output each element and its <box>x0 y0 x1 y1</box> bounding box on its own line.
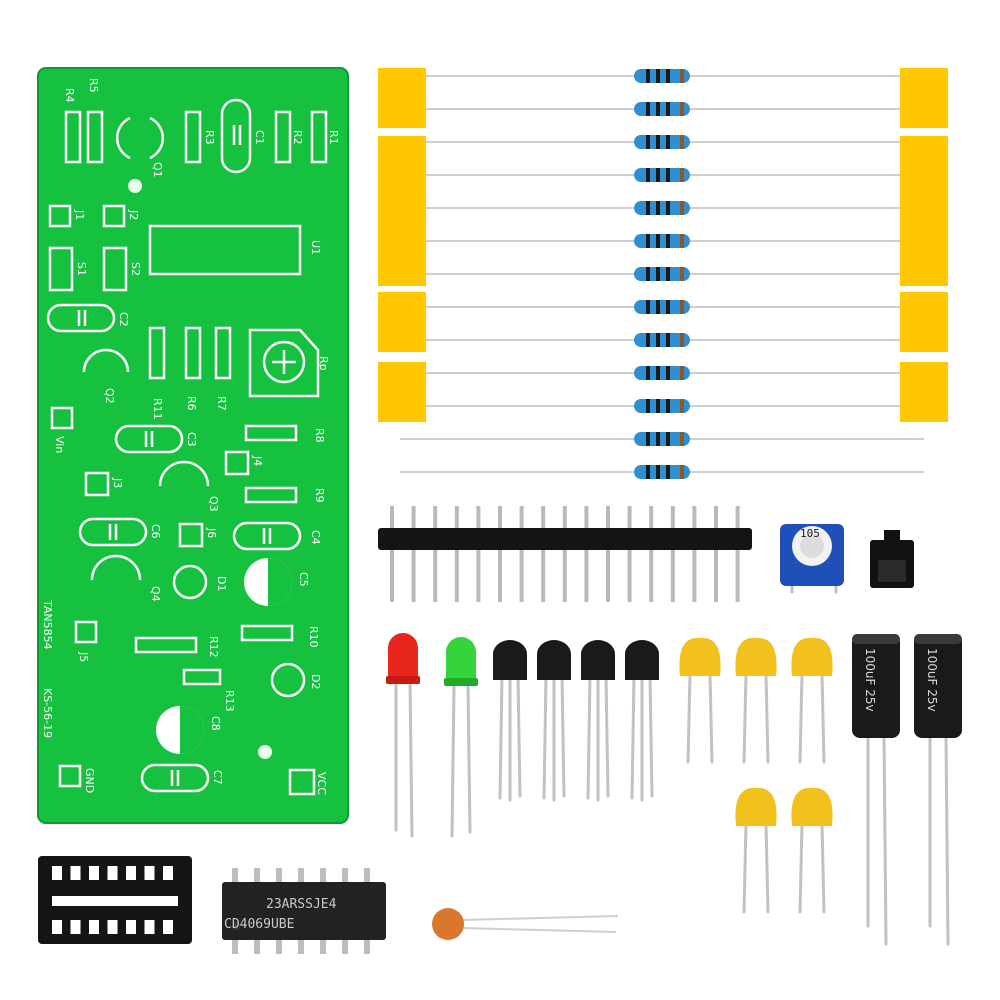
disc-capacitor <box>432 908 619 940</box>
electrolytic-capacitor-right: 100uF 25v <box>914 634 962 946</box>
ceramic-capacitor <box>735 787 777 914</box>
label-j6: J6 <box>205 527 218 538</box>
label-u1: U1 <box>309 240 322 255</box>
chip-marking-line2: CD4069UBE <box>224 917 294 932</box>
trimmer-marking: 105 <box>800 527 820 540</box>
resistor <box>426 135 900 149</box>
cap-right-marking: 100uF 25v <box>925 648 939 712</box>
led-green <box>444 637 478 838</box>
transistor-group <box>493 640 659 802</box>
label-r7: R7 <box>215 396 228 411</box>
label-c4: C4 <box>309 530 322 545</box>
label-j3: J3 <box>111 477 124 488</box>
resistor <box>426 366 900 380</box>
resistor <box>426 399 900 413</box>
label-c5: C5 <box>297 572 310 587</box>
label-r3: R3 <box>203 130 216 145</box>
label-r8: R8 <box>313 428 326 443</box>
label-c7: C7 <box>211 770 224 785</box>
resistor <box>426 234 900 248</box>
label-r6: R6 <box>185 396 198 411</box>
ic-chip: 23ARSSJE4 CD4069UBE <box>222 868 386 954</box>
label-vin: Vin <box>53 436 66 453</box>
cap-left-marking: 100uF 25v <box>863 648 877 712</box>
label-r4: R4 <box>63 88 76 103</box>
label-j4: J4 <box>251 455 264 466</box>
led-red <box>386 633 420 838</box>
resistor <box>426 267 900 281</box>
label-q4: Q4 <box>149 586 162 602</box>
resistor-strip <box>378 68 948 479</box>
label-r5: R5 <box>87 78 100 93</box>
label-q2: Q2 <box>103 388 116 404</box>
ceramic-capacitor <box>735 637 777 764</box>
label-d1: D1 <box>215 576 228 591</box>
label-d2: D2 <box>309 674 322 689</box>
resistor <box>426 102 900 116</box>
label-c1: C1 <box>253 130 266 145</box>
label-j1: J1 <box>73 209 86 220</box>
label-q1: Q1 <box>151 162 164 178</box>
label-s2: S2 <box>129 262 142 276</box>
label-r10: R10 <box>307 626 320 648</box>
label-s1: S1 <box>75 262 88 276</box>
pin-header <box>378 506 752 602</box>
resistor <box>400 432 924 446</box>
label-c6: C6 <box>149 524 162 539</box>
resistor <box>426 201 900 215</box>
chip-marking-line1: 23ARSSJE4 <box>266 897 337 912</box>
label-tan5854: TAN5854 <box>41 599 54 650</box>
label-c2: C2 <box>117 312 130 327</box>
jumper-cap <box>870 530 914 588</box>
label-gnd: GND <box>83 768 96 793</box>
label-r12: R12 <box>207 636 220 658</box>
label-r2: R2 <box>291 130 304 145</box>
ceramic-capacitor <box>791 787 833 914</box>
pcb-board: R4 R5 R3 C1 R2 R1 Q1 J1 J2 U1 S1 S2 C2 R… <box>37 67 349 824</box>
transistor <box>625 640 659 802</box>
label-r11: R11 <box>151 398 164 420</box>
resistor <box>426 69 900 83</box>
label-rp: Rp <box>317 356 330 371</box>
ceramic-capacitor-group <box>679 637 833 914</box>
label-q3: Q3 <box>207 496 220 512</box>
label-c8: C8 <box>209 716 222 731</box>
resistor <box>400 465 924 479</box>
resistor <box>426 300 900 314</box>
label-r13: R13 <box>223 690 236 712</box>
ceramic-capacitor <box>791 637 833 764</box>
label-vcc: VCC <box>315 772 328 795</box>
label-r1: R1 <box>327 130 340 145</box>
resistor-group <box>400 69 924 479</box>
resistor <box>426 168 900 182</box>
label-c3: C3 <box>185 432 198 447</box>
transistor <box>493 640 527 802</box>
resistor <box>426 333 900 347</box>
transistor <box>537 640 571 802</box>
trimmer-potentiometer: 105 <box>780 524 844 594</box>
electrolytic-capacitor-left: 100uF 25v <box>852 634 900 946</box>
transistor <box>581 640 615 802</box>
ic-socket <box>38 856 192 944</box>
label-j2: J2 <box>127 209 140 220</box>
label-ks-56-19: KS-56-19 <box>41 688 54 738</box>
ceramic-capacitor <box>679 637 721 764</box>
label-r9: R9 <box>313 488 326 503</box>
label-j5: J5 <box>77 651 90 662</box>
